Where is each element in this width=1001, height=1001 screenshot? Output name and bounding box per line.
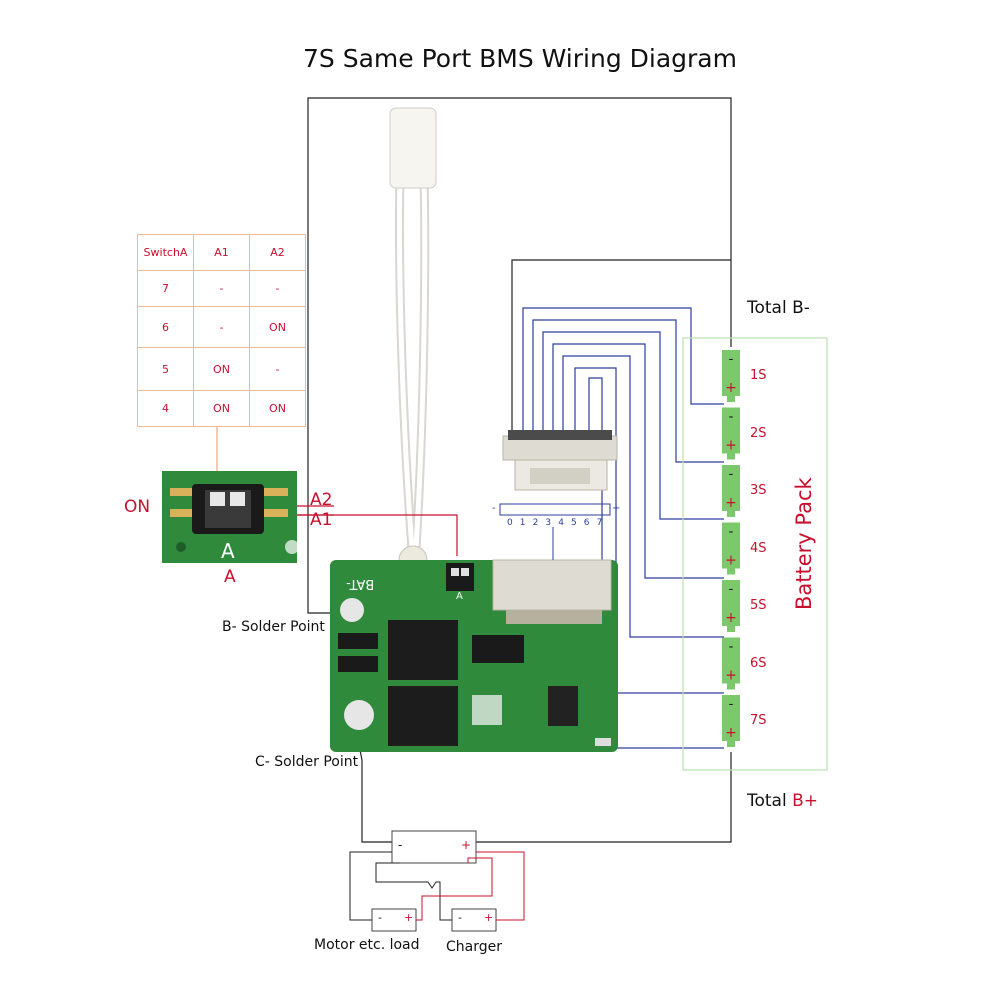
switch-cell: - [193,306,250,348]
a1-label: A1 [310,510,333,530]
on-label: ON [124,497,151,517]
cell-minus-sign: - [729,352,734,367]
cell-minus-sign: - [729,525,734,540]
switch-table: SwitchA A1 A2 7 - - 6 - ON 5 ON - 4 ON O… [137,234,306,427]
pin-number: 2 [532,518,539,528]
switch-cell: - [249,270,306,307]
battery-cell [722,407,740,454]
cell-plus-sign: + [725,380,737,396]
pin-number: 1 [519,518,526,528]
dip-switch-photo [162,471,299,563]
battery-cell [722,522,740,569]
total-b-minus-label: Total B- [747,298,810,318]
cell-plus-sign: + [725,438,737,454]
switch-cell: ON [249,390,306,427]
battery-cell [722,637,740,684]
switch-cell: - [193,270,250,307]
switch-header: SwitchA [137,234,194,271]
cell-label: 3S [750,483,767,498]
balance-connector [502,430,618,491]
cell-label: 2S [750,425,767,441]
cell-plus-sign: + [725,668,737,684]
battery-cell [722,695,740,741]
cell-minus-sign: - [729,410,734,425]
c-solder-point-label: C- Solder Point [255,754,359,770]
cell-label: 7S [750,713,767,728]
pcb-board [330,559,618,752]
bus-minus: - [398,838,403,852]
switch-cell: ON [193,347,250,391]
charger-minus: - [458,911,462,924]
battery-pack-label: Battery Pack [792,477,816,610]
pin-number: 3 [545,518,552,528]
battery-cell-cap [727,396,735,402]
cell-plus-sign: + [725,610,737,626]
cell-label: 6S [750,655,767,671]
battery-cell [722,465,740,511]
cell-label: 1S [750,368,767,383]
switch-cell: 5 [137,347,194,391]
switch-header: A1 [193,234,250,271]
wire-b-plus-loop [476,752,732,843]
b-solder-point-label: B- Solder Point [222,619,325,635]
pin-plus: + [612,503,621,514]
total-b-plus-label: Total B+ [747,791,818,811]
battery-cell-cap [727,741,735,747]
bat-minus-label: BAT- [346,576,375,591]
battery-cell [722,580,740,626]
pcb-switch-label: A [456,591,463,602]
cell-plus-sign: + [725,495,737,511]
switch-cell: 4 [137,390,194,427]
output-section [349,830,525,932]
battery-cell-cap [727,568,735,575]
battery-pack-border [682,337,828,771]
diagram-title: 7S Same Port BMS Wiring Diagram [303,44,737,73]
bus-plus: + [461,838,472,852]
dip-switch-caption: A [224,567,236,587]
battery-cell-cap [727,683,735,690]
wire-connector-b-minus [511,259,731,430]
switch-cell: ON [193,390,250,427]
switch-cell: ON [249,306,306,348]
battery-cell-cap [727,626,735,632]
switch-leads [297,505,458,556]
switch-cell: 7 [137,270,194,307]
battery-cell-cap [727,511,735,517]
battery-cell [722,350,740,396]
total-b-plus-suffix: B+ [792,791,819,811]
switch-cell: 6 [137,306,194,348]
cell-minus-sign: - [729,467,734,482]
battery-cell-cap [727,453,735,460]
cell-plus-sign: + [725,725,737,741]
pin-number: 4 [558,518,564,528]
load-plus: + [404,911,414,924]
switch-header: A2 [249,234,306,271]
pin-number: 6 [583,518,590,528]
cell-minus-sign: - [729,640,734,655]
charger-plus: + [484,911,494,924]
pin-number: 7 [596,518,603,528]
ntc-sensor [389,107,437,575]
charger-label: Charger [446,939,502,955]
pin-minus: - [492,503,496,514]
cell-plus-sign: + [725,553,737,569]
battery-cells: - + - + - + - + - + - + - + [722,350,740,747]
cell-label: 4S [750,540,767,556]
dip-switch-letter: A [221,539,235,563]
cell-minus-sign: - [729,697,734,712]
a2-label: A2 [310,490,333,510]
connector-pin-strip [499,503,611,516]
pin-number: 5 [571,518,577,528]
cell-minus-sign: - [729,582,734,597]
pin-number: 0 [507,518,513,528]
wire-b-minus-loop [307,97,732,614]
switch-cell: - [249,347,306,391]
total-b-plus-prefix: Total [747,791,787,811]
balance-wires [522,307,724,749]
load-minus: - [378,911,382,924]
load-label: Motor etc. load [314,937,420,953]
cell-label: 5S [750,598,767,613]
